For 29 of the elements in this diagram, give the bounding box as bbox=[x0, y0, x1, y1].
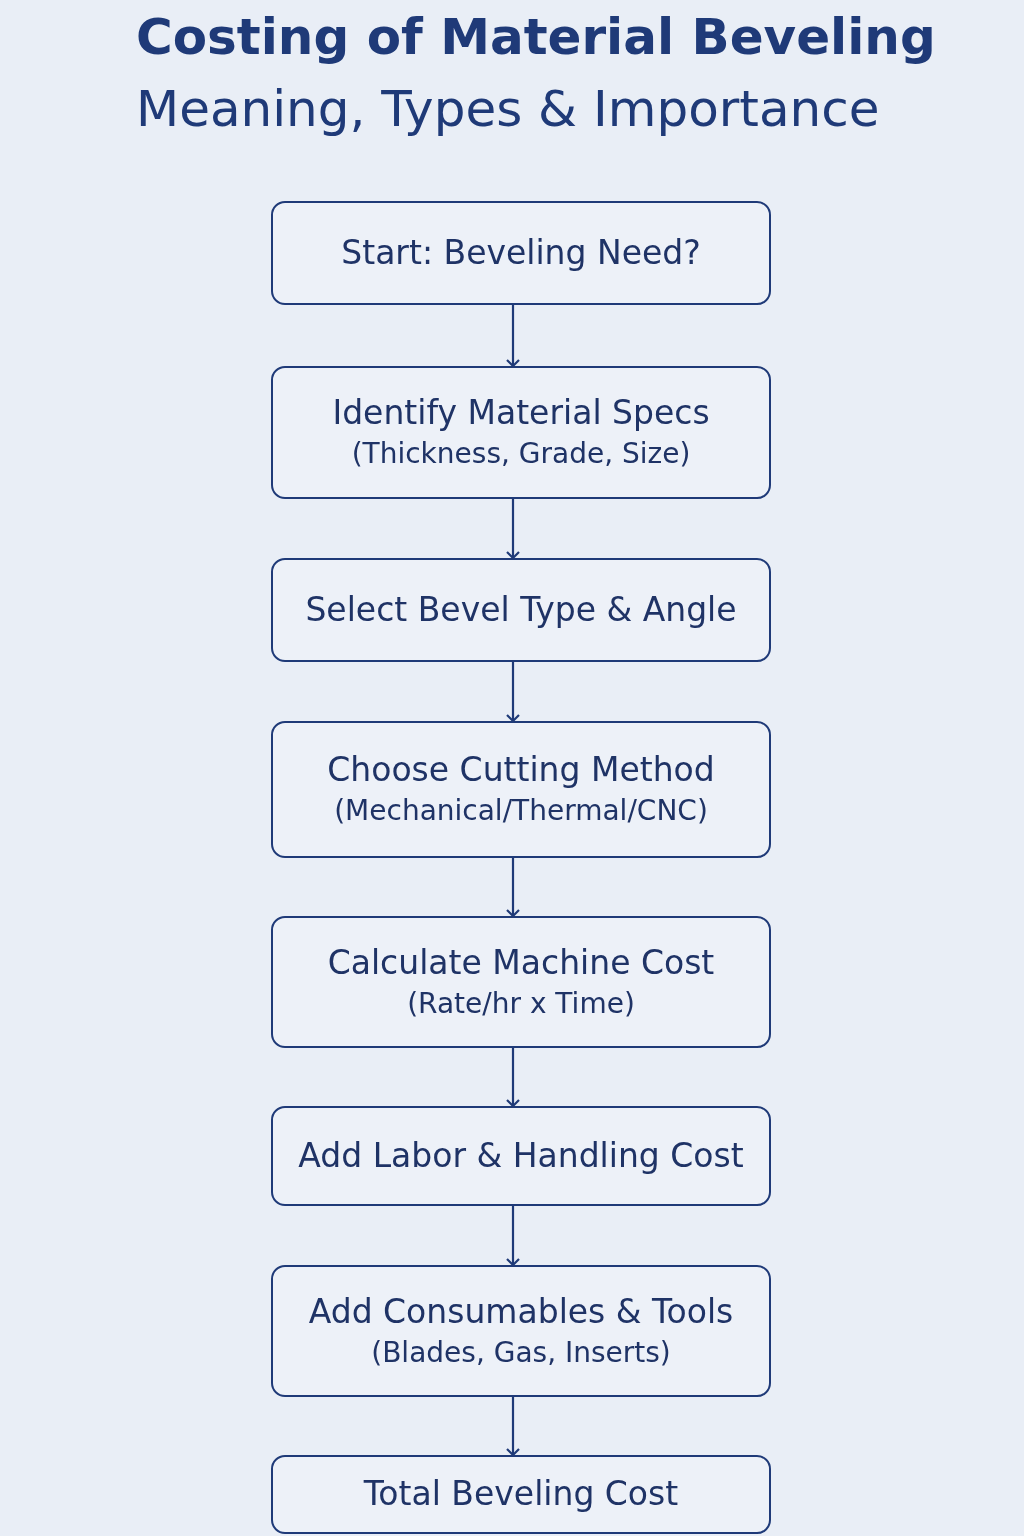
process-box bbox=[271, 366, 771, 499]
step-title: Add Consumables & Tools bbox=[308, 1290, 734, 1333]
step-detail: (Rate/hr x Time) bbox=[407, 985, 635, 1022]
arrow bbox=[505, 499, 521, 560]
process-box bbox=[271, 916, 771, 1048]
step-title: Total Beveling Cost bbox=[363, 1473, 679, 1516]
step-detail: (Thickness, Grade, Size) bbox=[351, 436, 691, 473]
arrow bbox=[505, 1397, 521, 1457]
process-box bbox=[271, 1455, 771, 1534]
step-title: Add Labor & Handling Cost bbox=[298, 1134, 744, 1177]
step-title: Choose Cutting Method bbox=[327, 749, 715, 792]
step-detail: (Mechanical/Thermal/CNC) bbox=[334, 793, 708, 830]
arrow bbox=[505, 662, 521, 723]
arrow bbox=[505, 305, 521, 368]
process-box bbox=[271, 201, 771, 305]
process-box bbox=[271, 558, 771, 662]
process-box bbox=[271, 1106, 771, 1206]
process-box bbox=[271, 1265, 771, 1397]
step-title: Identify Material Specs bbox=[332, 392, 710, 435]
process-box bbox=[271, 721, 771, 858]
step-title: Select Bevel Type & Angle bbox=[305, 588, 737, 631]
diagram-title: Costing of Material Beveling bbox=[136, 8, 936, 66]
step-title: Calculate Machine Cost bbox=[327, 941, 715, 984]
step-detail: (Blades, Gas, Inserts) bbox=[371, 1334, 671, 1371]
diagram-subtitle: Meaning, Types & Importance bbox=[136, 80, 880, 138]
step-title: Start: Beveling Need? bbox=[341, 231, 701, 274]
arrow bbox=[505, 858, 521, 918]
arrow bbox=[505, 1206, 521, 1267]
arrow bbox=[505, 1048, 521, 1108]
